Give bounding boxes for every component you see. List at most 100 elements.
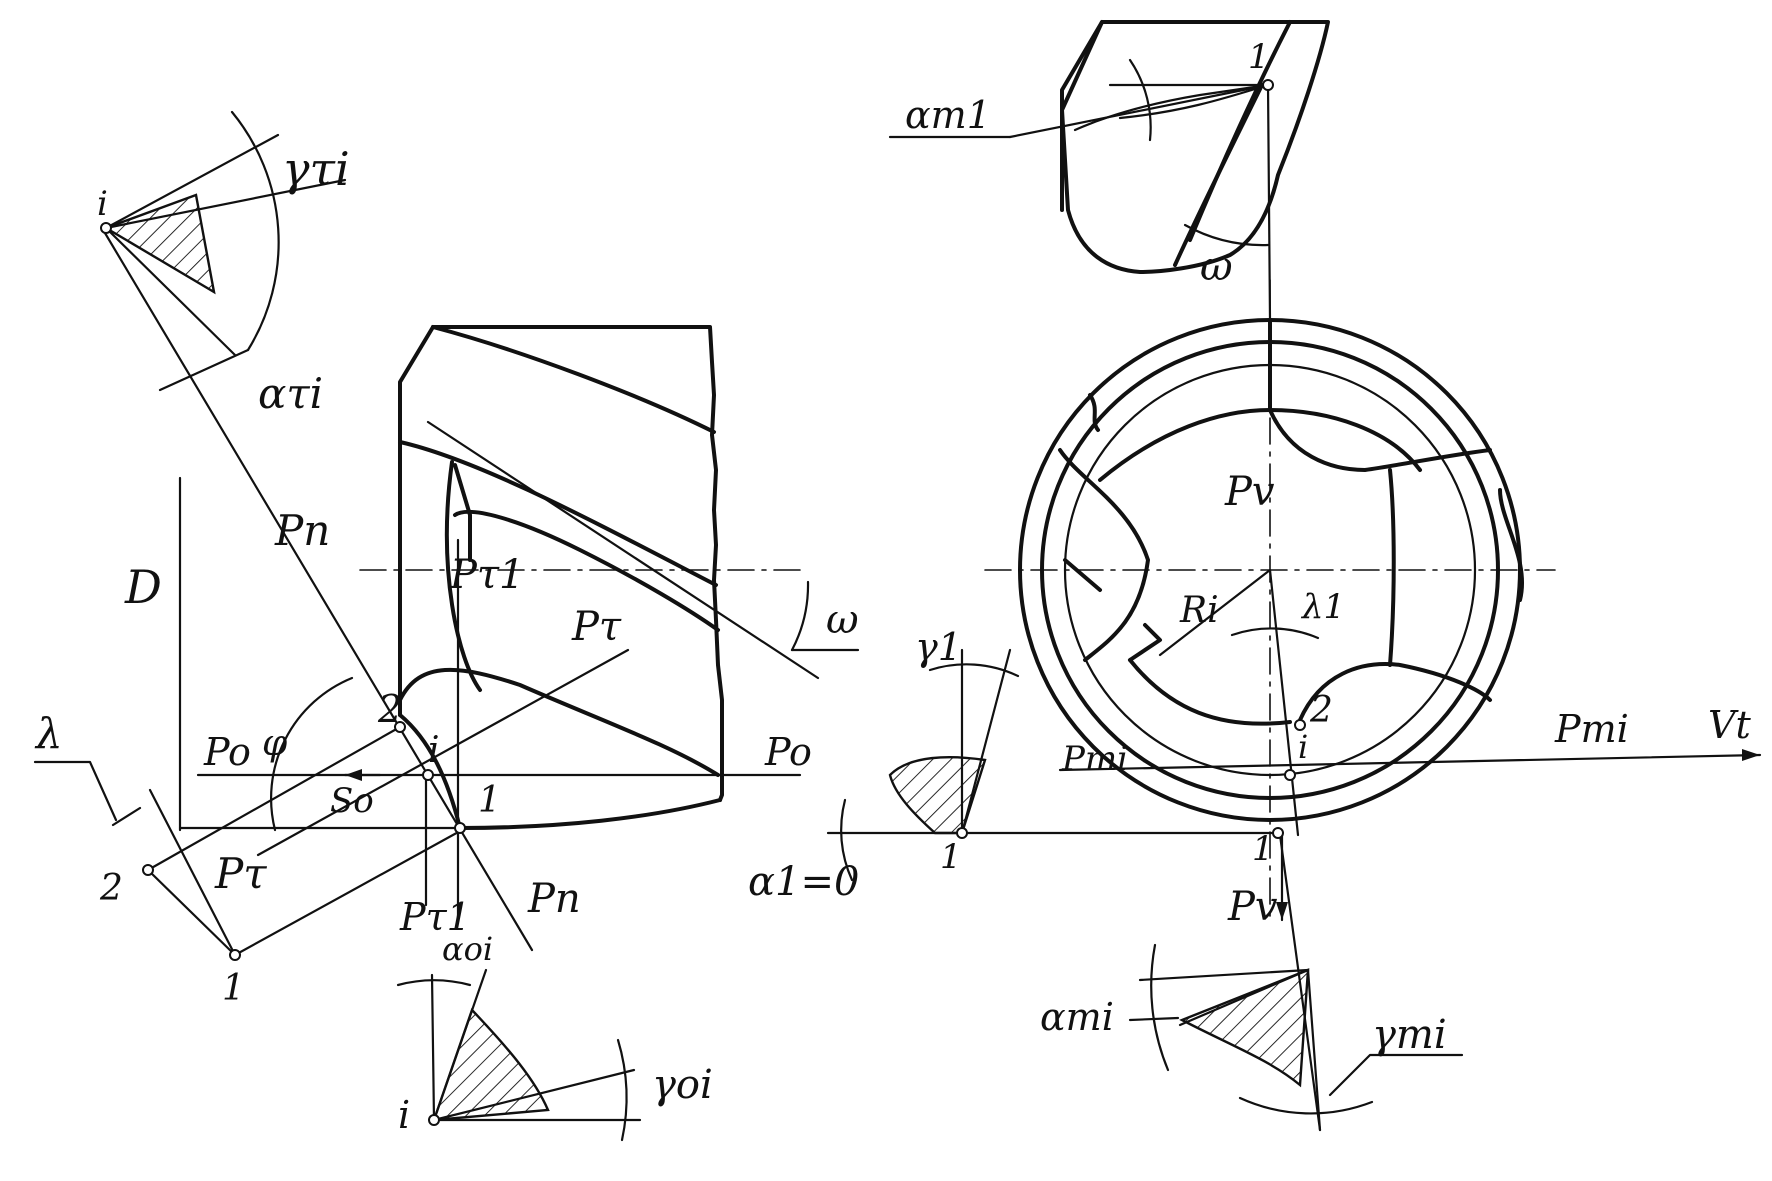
top-section-outline — [1060, 20, 1330, 274]
drill-body-outline — [431, 325, 724, 802]
point-2-left — [394, 721, 406, 733]
alpha-t1-arc — [1128, 58, 1152, 142]
label-lambda-1: λ1 — [1300, 587, 1345, 627]
gamma-leader — [104, 178, 347, 230]
point-1-bottom — [229, 949, 241, 961]
gamma-1-arc — [928, 663, 1020, 678]
label-Po-right: Po — [764, 730, 812, 774]
flute-cut-upper — [444, 460, 482, 692]
label-Pv-upper: Pv — [1224, 469, 1275, 515]
label-gamma-ti-bottom: γтi — [1372, 1012, 1447, 1058]
So-arrowhead — [345, 769, 362, 781]
alpha-line — [104, 226, 237, 357]
Ri-line — [1158, 568, 1272, 657]
label-Ptau-lower: Pτ — [214, 849, 267, 898]
label-i-top: i — [97, 184, 108, 224]
construction-line-2 — [146, 868, 237, 957]
flute-top — [1268, 318, 1492, 472]
lambda-1-arc — [1230, 627, 1320, 640]
notch-left — [1128, 623, 1162, 662]
top-section-lip-2 — [1118, 83, 1270, 120]
lambda-leader — [33, 760, 118, 822]
flute-right — [1498, 488, 1524, 602]
Vt-arrowhead — [1742, 749, 1760, 761]
middle-section-view — [840, 648, 1020, 882]
label-i-left: i — [428, 730, 440, 771]
label-Ptau-mid: Pτ — [571, 604, 622, 650]
hatched-section-middle — [888, 756, 987, 835]
label-Vt: Vt — [1708, 703, 1751, 747]
label-Ri: Ri — [1179, 590, 1219, 631]
omega-arc-right — [1183, 223, 1270, 247]
flute-lip-upper — [453, 510, 720, 632]
hatched-wedge-bottom — [432, 1007, 550, 1122]
label-Po-left: Po — [203, 730, 251, 774]
gamma-oi-line — [432, 1068, 636, 1122]
alpha-ti-arc — [1150, 943, 1170, 1072]
alpha-1-arc — [840, 798, 854, 882]
Pti-Vt-line — [1058, 753, 1762, 772]
alpha-ti-leader — [1128, 1016, 1180, 1022]
label-phi: φ — [262, 723, 288, 764]
gamma-ti-arc — [1238, 1096, 1374, 1115]
alpha-leader — [158, 348, 250, 392]
label-Pn-lower: Pn — [527, 876, 581, 922]
label-one-right: 1 — [1252, 829, 1274, 869]
alpha-ti-line-2 — [1178, 968, 1310, 1027]
hatched-wedge-top-left — [103, 193, 216, 295]
label-i-right: i — [1298, 728, 1308, 766]
alpha-oi-line — [432, 968, 488, 1122]
point-2-right — [1294, 719, 1306, 731]
phi-arc — [270, 676, 354, 832]
label-omega-top-right: ω — [1200, 244, 1233, 290]
lambda-extension — [148, 788, 237, 957]
label-alpha-oi: αoi — [442, 930, 493, 968]
label-gamma-oi: γoi — [652, 1062, 713, 1108]
point-1-top-right — [1262, 79, 1274, 91]
label-two-bottom: 2 — [99, 868, 123, 909]
hatched-wedge-bottom-right — [1179, 968, 1310, 1088]
label-i-bottom: i — [398, 1093, 410, 1137]
label-two-left: 2 — [377, 687, 402, 731]
label-Pn-upper: Pn — [274, 506, 330, 555]
alpha-oi-arc — [396, 979, 472, 987]
drill-end-view — [826, 83, 1762, 1132]
label-Pti-left: Pтi — [1061, 739, 1128, 779]
alpha-ti-line — [1138, 968, 1310, 982]
label-So: So — [330, 781, 374, 821]
top-section-view — [888, 20, 1330, 274]
label-Pt1-lower: Pτ1 — [399, 895, 471, 939]
label-one-bottom: 1 — [222, 968, 245, 1009]
cutting-edge — [398, 713, 722, 830]
wedge-arc — [230, 110, 280, 352]
flute-lip-lower — [398, 667, 720, 777]
flute-bottom — [1298, 662, 1492, 722]
point-2-bottom — [142, 864, 154, 876]
web-arc-lower — [1128, 658, 1292, 726]
flute-left — [1058, 448, 1150, 662]
helix-tangent-line — [426, 420, 820, 680]
gamma-ti-leader — [1328, 1053, 1464, 1097]
drill-left-edge — [398, 325, 435, 717]
label-lambda: λ — [34, 709, 63, 758]
gamma-1-line — [960, 648, 1012, 835]
drill-side-view — [33, 226, 860, 961]
top-section-flute-2 — [1173, 83, 1264, 267]
point-i-left — [422, 769, 434, 781]
margin-cut-top-left — [1088, 393, 1100, 432]
point-i-bottom — [428, 1114, 440, 1126]
gamma-ti-vertical — [1306, 968, 1322, 1132]
point-1-left — [454, 822, 466, 834]
label-omega-left: ω — [826, 597, 859, 643]
wedge-section-bottom-right — [1128, 943, 1464, 1132]
land-right — [1388, 468, 1396, 667]
point-1-right — [1272, 827, 1284, 839]
lambda-tick — [111, 806, 142, 827]
label-one-top-right: 1 — [1248, 37, 1270, 77]
label-one-section: 1 — [940, 837, 962, 877]
flute-line-top — [431, 325, 716, 434]
construction-line-1 — [233, 828, 464, 957]
point-1-section — [956, 827, 968, 839]
label-gamma-1: γ1 — [915, 625, 962, 669]
Pv-arrowhead — [1276, 902, 1288, 920]
